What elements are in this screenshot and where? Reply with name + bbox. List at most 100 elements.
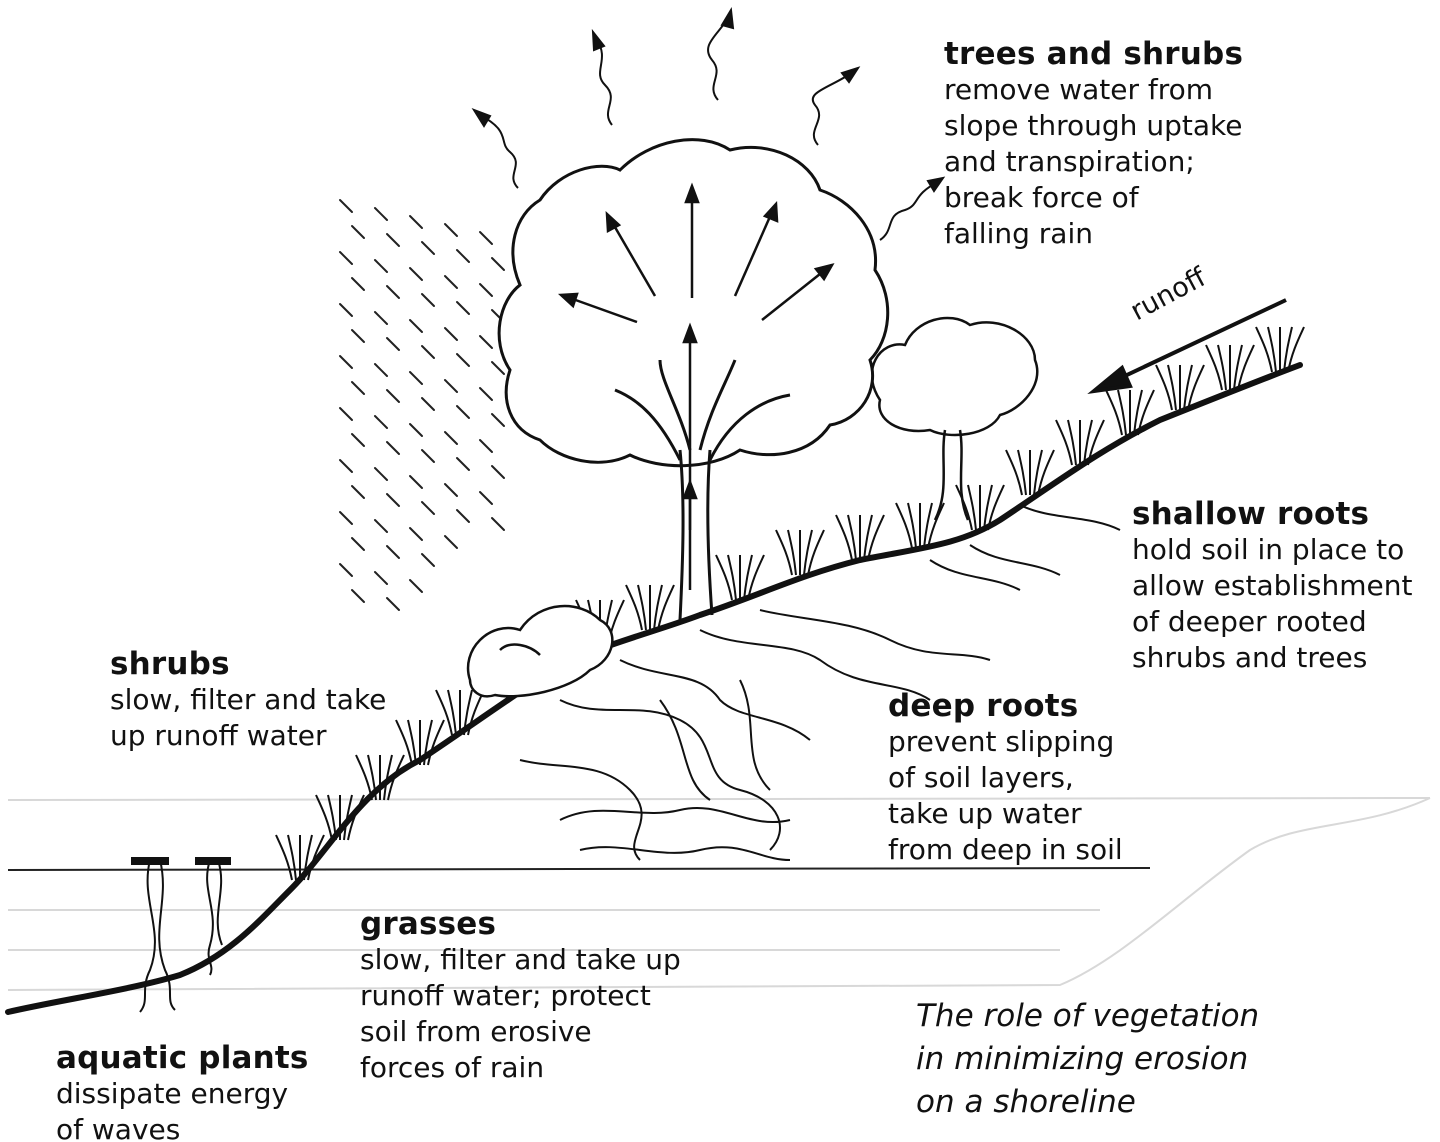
label-deep-roots-body: prevent slipping of soil layers, take up… — [888, 724, 1123, 868]
grass-blade — [1284, 327, 1292, 372]
rain-streak — [480, 492, 492, 504]
rain-streak — [387, 442, 399, 454]
rain-streak — [410, 424, 422, 436]
rain-streak — [480, 284, 492, 296]
rain-streak — [387, 546, 399, 558]
rain-streak — [340, 460, 352, 472]
rain-streak — [422, 242, 434, 254]
rain-streak — [375, 260, 387, 272]
rain-streak — [492, 362, 504, 374]
rain-streak — [410, 268, 422, 280]
rain-streak — [340, 512, 352, 524]
figure-caption: The role of vegetation in minimizing ero… — [916, 995, 1259, 1124]
rain-streak — [387, 494, 399, 506]
rain-streak — [387, 390, 399, 402]
rain-streak — [422, 294, 434, 306]
grass-blade — [924, 503, 932, 548]
rain-streak — [340, 304, 352, 316]
rain-streak — [352, 486, 364, 498]
rain-streak — [352, 382, 364, 394]
rain-streak — [375, 572, 387, 584]
grass-blade — [908, 503, 916, 548]
label-shallow-roots: shallow roots hold soil in place to allo… — [1132, 496, 1413, 676]
rain-streak — [410, 476, 422, 488]
small-tree-drawing — [872, 318, 1037, 520]
label-shallow-roots-body: hold soil in place to allow establishmen… — [1132, 532, 1413, 676]
rain-streak — [457, 510, 469, 522]
rain-streak — [352, 278, 364, 290]
label-deep-roots: deep roots prevent slipping of soil laye… — [888, 688, 1123, 868]
rain-streak — [410, 528, 422, 540]
rain-streak — [457, 458, 469, 470]
label-aquatic-plants-body: dissipate energy of waves — [56, 1076, 309, 1142]
rain-streak — [352, 330, 364, 342]
label-shallow-roots-title: shallow roots — [1132, 496, 1413, 532]
rain-streak — [445, 224, 457, 236]
rain-streak — [492, 466, 504, 478]
rain-streak — [492, 258, 504, 270]
rain-streak — [492, 414, 504, 426]
rain-streak — [422, 398, 434, 410]
rain-streak — [445, 432, 457, 444]
label-deep-roots-title: deep roots — [888, 688, 1123, 724]
label-shrubs-body: slow, filter and take up runoff water — [110, 682, 386, 754]
rain-streak — [352, 434, 364, 446]
rain-streak — [480, 336, 492, 348]
rain-streak — [340, 356, 352, 368]
grass-blade — [788, 530, 796, 575]
label-aquatic-plants-title: aquatic plants — [56, 1040, 309, 1076]
grass-blade — [728, 555, 736, 600]
label-trees-and-shrubs: trees and shrubs remove water from slope… — [944, 36, 1243, 252]
label-trees-and-shrubs-body: remove water from slope through uptake a… — [944, 72, 1243, 252]
grass-blade — [408, 720, 416, 765]
rain-streak — [352, 538, 364, 550]
rain-streak — [422, 554, 434, 566]
label-grasses-title: grasses — [360, 906, 681, 942]
grass-blade — [1234, 345, 1242, 390]
grass-blade — [1168, 365, 1176, 410]
rain-streak — [422, 450, 434, 462]
rain-streak — [340, 408, 352, 420]
rain-streak — [375, 520, 387, 532]
rain-streak — [410, 216, 422, 228]
rain-streak — [352, 226, 364, 238]
rain-streak — [480, 388, 492, 400]
grass-blade — [1018, 450, 1026, 495]
rain-streak — [457, 406, 469, 418]
rain-streak — [352, 590, 364, 602]
rain-streak — [422, 502, 434, 514]
rain-streak — [340, 252, 352, 264]
rain-streak — [422, 346, 434, 358]
rain-streak — [375, 208, 387, 220]
grass-blade — [638, 585, 646, 630]
grass-blade — [1184, 365, 1192, 410]
grass-blade — [288, 835, 296, 880]
rain-streak — [375, 364, 387, 376]
rain-streak — [457, 302, 469, 314]
rain-streak — [410, 320, 422, 332]
rain-streak — [445, 328, 457, 340]
rain-streak — [387, 338, 399, 350]
rain-streak — [445, 484, 457, 496]
main-tree-drawing — [499, 140, 888, 620]
grass-blade — [804, 530, 812, 575]
rain-streak — [445, 276, 457, 288]
label-aquatic-plants: aquatic plants dissipate energy of waves — [56, 1040, 309, 1142]
grass-blade — [1218, 345, 1226, 390]
grass-blade — [968, 485, 976, 530]
grass-blade — [328, 795, 336, 840]
label-grasses: grasses slow, filter and take up runoff … — [360, 906, 681, 1086]
rain-streak — [480, 232, 492, 244]
rain-streak — [375, 468, 387, 480]
label-shrubs: shrubs slow, filter and take up runoff w… — [110, 646, 386, 754]
rain-streak — [387, 598, 399, 610]
rain-streak — [445, 380, 457, 392]
grass-blade — [1268, 327, 1276, 372]
rain-streak — [387, 286, 399, 298]
rain-streak — [340, 200, 352, 212]
grass-blade — [744, 555, 752, 600]
rain-streak — [340, 564, 352, 576]
grass-blade — [654, 585, 662, 630]
grass-blade — [848, 515, 856, 560]
grass-blade — [1034, 450, 1042, 495]
